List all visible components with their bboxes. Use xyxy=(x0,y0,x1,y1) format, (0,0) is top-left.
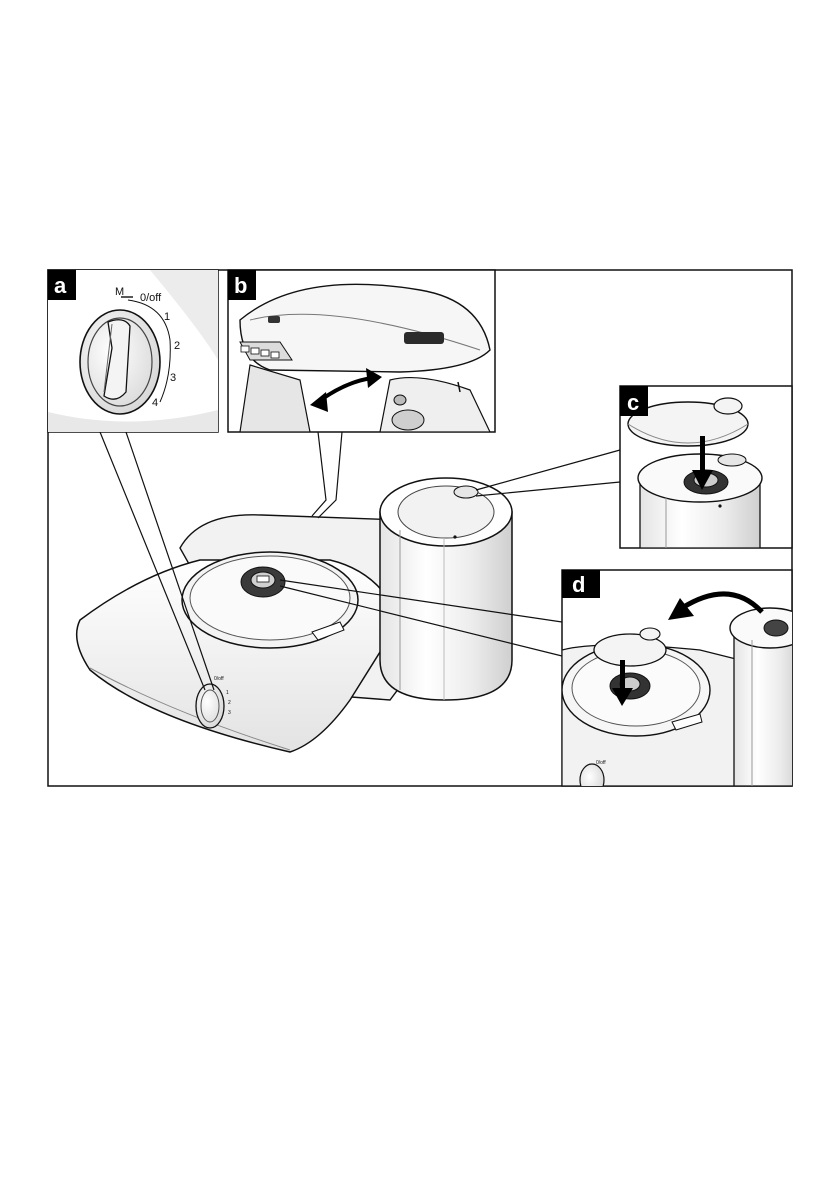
svg-text:0/off: 0/off xyxy=(214,676,224,682)
panel-c-label: c xyxy=(627,390,639,415)
svg-text:1: 1 xyxy=(226,690,229,696)
down-arrow-shaft-d xyxy=(620,660,625,690)
dial-label-4: 4 xyxy=(152,397,158,409)
panel-a: M 0/off 1 2 3 4 a xyxy=(48,270,218,432)
panel-a-label: a xyxy=(54,273,67,298)
dial-label-1: 1 xyxy=(164,311,170,323)
panel-d: 0/off d xyxy=(562,570,810,796)
panel-b: b xyxy=(228,270,495,432)
down-arrow-shaft xyxy=(700,436,705,472)
dial-label-m: M xyxy=(115,286,124,298)
panel-b-label: b xyxy=(234,273,247,298)
svg-text:0/off: 0/off xyxy=(596,760,606,766)
panel-c: c xyxy=(620,386,792,548)
dial-label-2: 2 xyxy=(174,340,180,352)
dial-label-off: 0/off xyxy=(140,292,162,304)
svg-text:2: 2 xyxy=(228,700,231,706)
dial-label-3: 3 xyxy=(170,372,176,384)
svg-text:3: 3 xyxy=(228,710,231,716)
panel-d-label: d xyxy=(572,572,585,597)
rotary-knob-small xyxy=(196,684,224,728)
